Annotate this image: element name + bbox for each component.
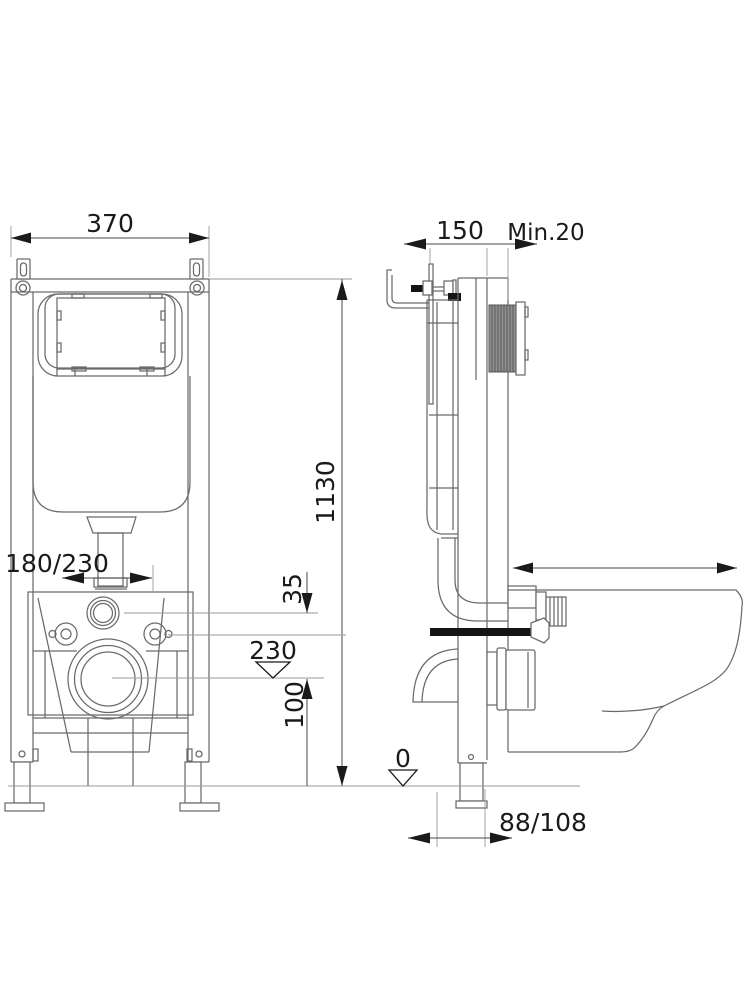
bolt-cap [530, 617, 550, 644]
corrugated-sleeve [488, 304, 517, 373]
floor-level-label: 0 [395, 744, 411, 773]
dimension-inlet-drop: 35 [124, 572, 318, 614]
inlet-drop-label: 35 [278, 573, 307, 605]
drain-connector [486, 651, 498, 706]
threaded-inlet [545, 596, 567, 627]
mounting-bracket [27, 591, 194, 786]
connection-level-label: 230 [249, 636, 297, 665]
foot-plate-left [4, 802, 45, 812]
flush-pipe-offset-label: 180/230 [5, 549, 109, 578]
nut [443, 280, 454, 296]
frame-width-label: 370 [86, 209, 134, 238]
flush-plate-housing [37, 293, 183, 377]
flush-plate-sleeve [488, 301, 529, 376]
leg-right [184, 761, 202, 804]
toilet-bowl [508, 562, 743, 753]
cistern-tank [32, 376, 191, 590]
flush-plate-window [56, 297, 166, 370]
dimension-frame-height: 1130 [209, 278, 352, 786]
frame-depth-label: 150 [436, 216, 484, 245]
tank-neck [86, 516, 137, 534]
level-marker-0 [387, 769, 419, 787]
min-wall-label: Min.20 [507, 220, 584, 246]
screw-hole-left [15, 280, 31, 296]
anchor-plate [428, 263, 434, 405]
drain-opening [67, 638, 149, 720]
dimension-drain-offset: 88/108 [408, 789, 587, 847]
drain-offset-label: 88/108 [499, 808, 587, 837]
inlet-socket [507, 585, 537, 609]
dimensions: 370 1130 180/230 35 230 [5, 209, 587, 847]
dimension-connection-level: 230 [112, 634, 346, 679]
drain-elbow [412, 648, 459, 703]
fixing-bolt [430, 628, 531, 636]
flush-pipe [97, 532, 124, 587]
bowl-connection [430, 585, 567, 711]
side-foot [455, 753, 488, 809]
dimension-floor-level: 0 [387, 744, 419, 787]
seat-depth-arrow [513, 562, 737, 574]
foot-plate-right [179, 802, 220, 812]
level-marker-230 [254, 661, 292, 679]
frame [10, 258, 210, 763]
flush-outlet [86, 596, 120, 630]
front-view [4, 258, 220, 812]
support-feet [4, 748, 220, 812]
nut [422, 280, 433, 296]
clamp-block [448, 293, 461, 301]
drain-height-label: 100 [280, 681, 309, 729]
leg-side [459, 762, 484, 802]
cistern-side [426, 299, 508, 622]
fixing-hole-left [54, 622, 78, 646]
dimension-frame-depth: 150 Min.20 [404, 216, 585, 300]
threaded-rod [411, 285, 423, 292]
dimension-drain-height: 100 [280, 679, 313, 786]
fixing-hole-right [143, 622, 167, 646]
flush-bend [437, 579, 508, 622]
dimension-frame-width: 370 [10, 209, 210, 277]
leg-left [13, 761, 31, 804]
wall-anchor [386, 263, 461, 405]
wall-hook [386, 269, 429, 309]
foot-plate-side [455, 800, 488, 809]
frame-height-label: 1130 [311, 460, 340, 524]
side-view [386, 263, 743, 809]
dimension-flush-pipe-offset: 180/230 [5, 549, 154, 592]
screw-hole-right [189, 280, 205, 296]
